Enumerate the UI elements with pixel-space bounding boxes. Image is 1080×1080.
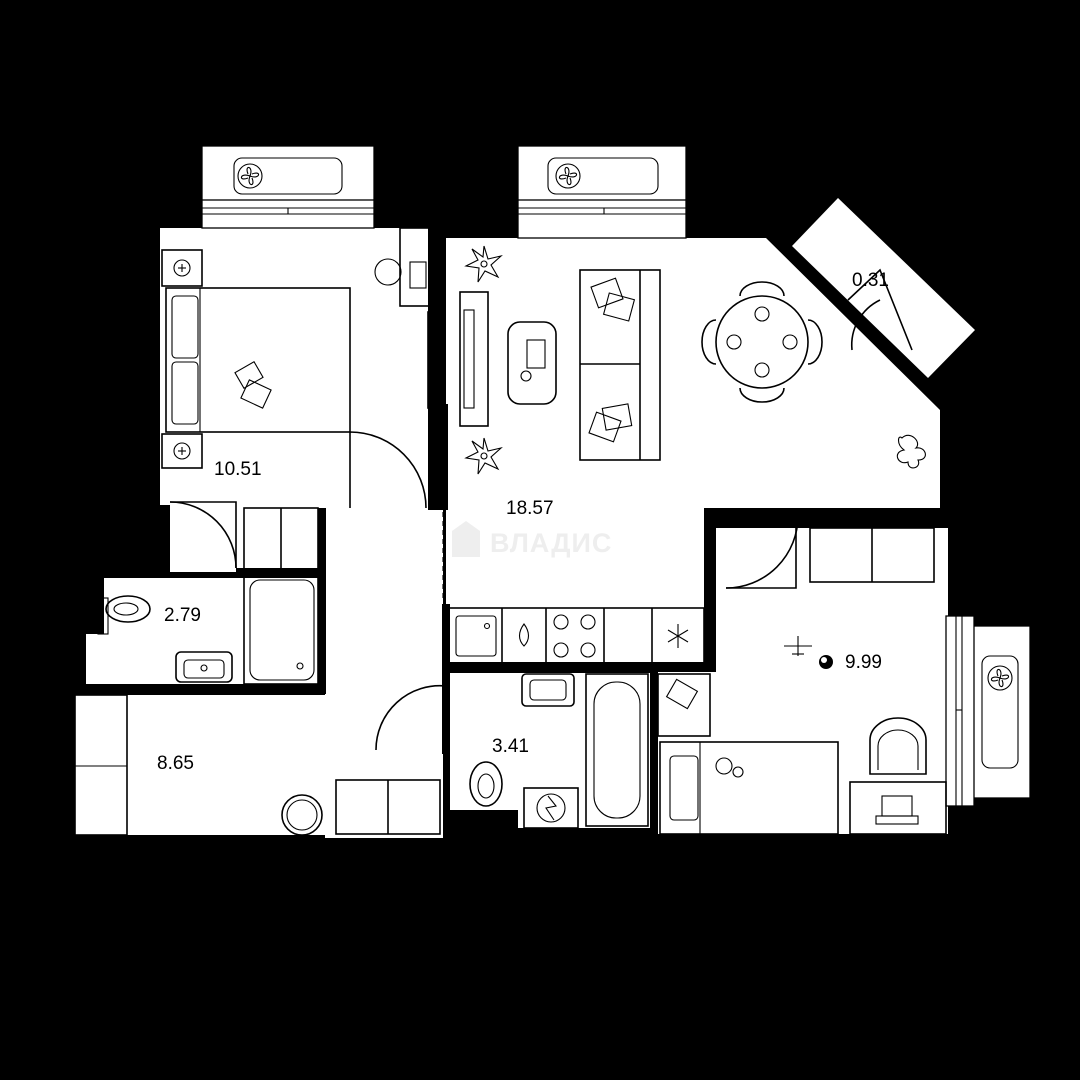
water-heater: [523, 787, 579, 829]
single-bed: [659, 741, 839, 835]
washing-machine: [281, 794, 323, 836]
coffee-table: [507, 321, 557, 405]
watermark: ВЛАДИС: [452, 521, 612, 558]
plant-icon: [464, 245, 503, 283]
watermark-text: ВЛАДИС: [490, 528, 612, 558]
nightstand: [161, 249, 203, 287]
nightstand: [161, 433, 203, 469]
desk-chair: [869, 717, 927, 775]
sofa: [579, 269, 661, 461]
windows: [201, 145, 1031, 807]
washbasin: [521, 673, 575, 707]
area-label-wc: 2.79: [164, 605, 201, 626]
ball-icon: [819, 655, 833, 669]
desk-with-laptop: [849, 781, 947, 835]
area-label-hall: 8.65: [157, 753, 194, 774]
tv-stand: [459, 291, 489, 427]
air-conditioner-icon: [237, 163, 263, 189]
area-label-bedroom: 10.51: [214, 459, 262, 480]
bathtub: [585, 673, 649, 827]
air-conditioner-icon: [987, 665, 1013, 691]
snowflake-icon: [667, 624, 689, 648]
dining-table: [701, 281, 823, 403]
walls: [75, 404, 948, 836]
doors: [127, 268, 913, 933]
shoe-cabinet: [335, 779, 441, 835]
double-bed: [165, 287, 351, 433]
area-label-bathroom: 3.41: [492, 736, 529, 757]
sink: [175, 651, 233, 683]
wc-floor[interactable]: [86, 578, 318, 684]
balcony-floor[interactable]: [792, 198, 975, 378]
tv-panel: [427, 311, 439, 409]
area-label-balcony: 0.31: [852, 270, 889, 291]
living-floor[interactable]: [446, 238, 940, 662]
air-conditioner-icon: [555, 163, 581, 189]
bedroom-floor[interactable]: [160, 228, 428, 508]
plant-icon: [896, 434, 926, 469]
area-label-living: 18.57: [506, 498, 554, 519]
toilet: [469, 761, 503, 807]
room-floors: [75, 198, 975, 838]
plant-icon: [464, 437, 503, 475]
area-labels: 10.51 2.79 8.65 18.57 0.31 3.41 9.99: [157, 270, 889, 774]
area-label-kids-room: 9.99: [845, 652, 882, 673]
desk-with-chair: [374, 227, 439, 307]
kids-room-floor[interactable]: [716, 528, 948, 834]
toy-plane-icon: [784, 636, 812, 656]
